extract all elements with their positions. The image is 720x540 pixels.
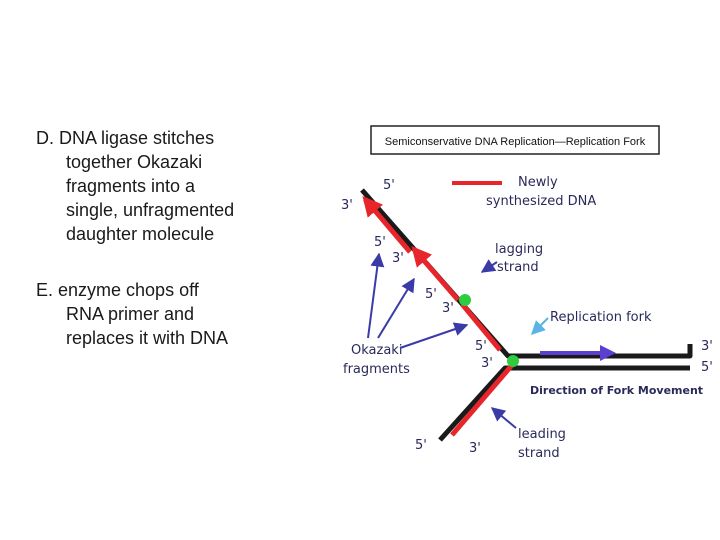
bottom-3-prime: 3' bbox=[469, 441, 481, 456]
leading-label-line-1: leading bbox=[518, 427, 566, 442]
point-d-line-2: together Okazaki bbox=[66, 152, 203, 172]
ligase-dot-1 bbox=[459, 294, 471, 306]
frag2-3-prime: 3' bbox=[442, 301, 454, 316]
top-5-prime: 5' bbox=[383, 178, 395, 193]
leading-strand-new bbox=[450, 362, 515, 437]
diagram-title-box bbox=[370, 125, 660, 155]
frag2-5-prime: 5' bbox=[425, 287, 437, 302]
direction-arrow-head bbox=[600, 345, 616, 361]
point-d-line-5: daughter molecule bbox=[66, 224, 215, 244]
diagram-title: Semiconservative DNA Replication—Replica… bbox=[385, 136, 646, 148]
direction-label: Direction of Fork Movement bbox=[530, 384, 703, 397]
okazaki-fragment-2 bbox=[411, 245, 460, 302]
okazaki-pointer-1 bbox=[367, 252, 385, 339]
legend-label-line-2: synthesized DNA bbox=[486, 194, 596, 209]
point-e-line-1: E. enzyme chops off bbox=[36, 280, 199, 300]
okazaki-pointer-3 bbox=[399, 322, 469, 349]
ligase-dot-2 bbox=[507, 355, 519, 367]
okazaki-pointer-2 bbox=[377, 277, 415, 339]
frag1-3-prime: 3' bbox=[392, 251, 404, 266]
point-d-line-1: D. DNA ligase stitches bbox=[36, 128, 215, 148]
point-e-line-2: RNA primer and bbox=[66, 304, 195, 324]
top-3-prime: 3' bbox=[341, 198, 353, 213]
okazaki-fragment-3 bbox=[460, 302, 502, 352]
point-e-line-3: replaces it with DNA bbox=[66, 328, 229, 348]
frag1-5-prime: 5' bbox=[374, 235, 386, 250]
right-5-prime: 5' bbox=[701, 360, 713, 375]
bottom-5-prime: 5' bbox=[415, 438, 427, 453]
okazaki-label-line-1: Okazaki bbox=[351, 343, 402, 358]
point-e: E. enzyme chops off RNA primer and repla… bbox=[36, 278, 316, 350]
lagging-pointer bbox=[480, 259, 498, 273]
point-d-line-4: single, unfragmented bbox=[66, 200, 235, 220]
leading-pointer bbox=[490, 407, 517, 429]
okazaki-label-line-2: fragments bbox=[343, 362, 410, 377]
okazaki-fragment-1 bbox=[362, 195, 412, 254]
fork-pointer bbox=[531, 317, 549, 335]
leading-label-line-2: strand bbox=[518, 446, 560, 461]
parental-strand-bottom bbox=[438, 365, 690, 442]
lagging-label-line-1: lagging bbox=[495, 242, 543, 257]
point-d: D. DNA ligase stitches together Okazaki … bbox=[36, 126, 316, 246]
frag3-5-prime: 5' bbox=[475, 339, 487, 354]
right-3-prime: 3' bbox=[701, 339, 713, 354]
bullet-text: D. DNA ligase stitches together Okazaki … bbox=[36, 126, 316, 350]
point-d-line-3: fragments into a bbox=[66, 176, 196, 196]
legend-label-line-1: Newly bbox=[518, 175, 558, 190]
frag3-3-prime: 3' bbox=[481, 356, 493, 371]
fork-label: Replication fork bbox=[550, 310, 652, 325]
lagging-label-line-2: strand bbox=[497, 260, 539, 275]
